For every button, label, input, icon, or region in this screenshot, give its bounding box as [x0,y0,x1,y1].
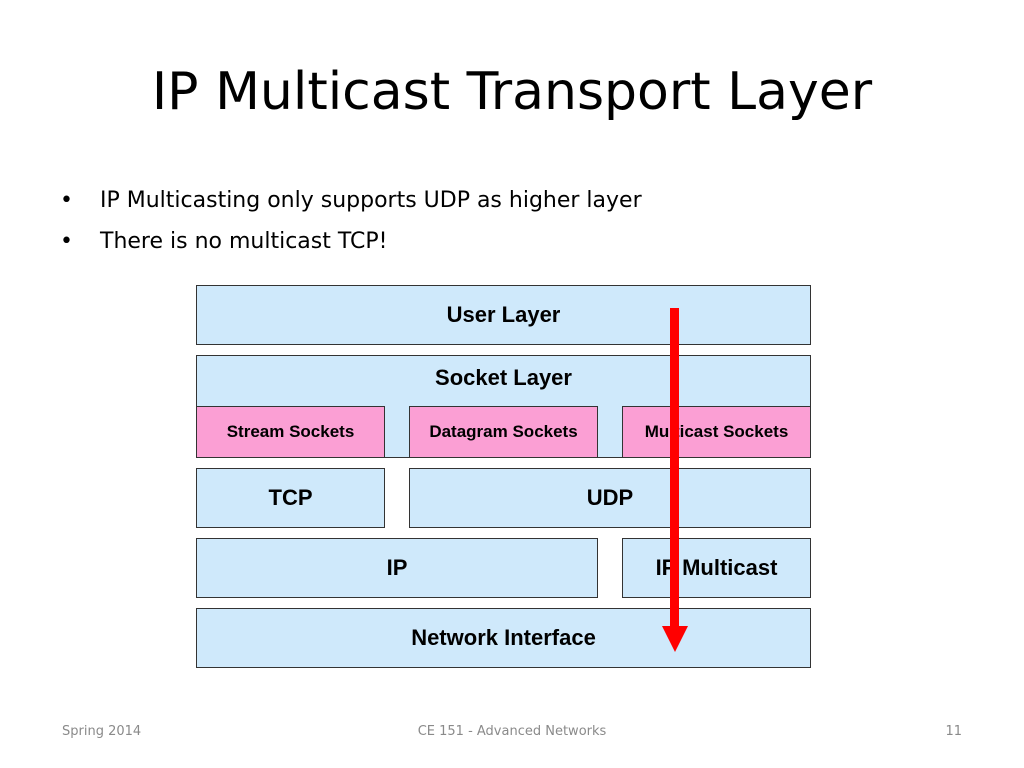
bullet-item: There is no multicast TCP! [58,227,642,257]
arrow-shaft [670,308,679,630]
arrow-head [662,626,688,652]
data-path-arrow-icon [662,308,688,652]
multicast-sockets-box: Multicast Sockets [622,406,811,458]
bullet-list: IP Multicasting only supports UDP as hig… [58,186,642,268]
datagram-sockets-box: Datagram Sockets [409,406,598,458]
tcp-box: TCP [196,468,385,528]
footer-date: Spring 2014 [62,724,142,739]
stream-sockets-box: Stream Sockets [196,406,385,458]
udp-box: UDP [409,468,811,528]
bullet-item: IP Multicasting only supports UDP as hig… [58,186,642,216]
network-interface-box: Network Interface [196,608,811,668]
ip-multicast-box: IP Multicast [622,538,811,598]
slide-number: 11 [945,724,962,739]
footer-course: CE 151 - Advanced Networks [417,724,607,739]
ip-box: IP [196,538,598,598]
page-title: IP Multicast Transport Layer [151,62,873,122]
user-layer-box: User Layer [196,285,811,345]
